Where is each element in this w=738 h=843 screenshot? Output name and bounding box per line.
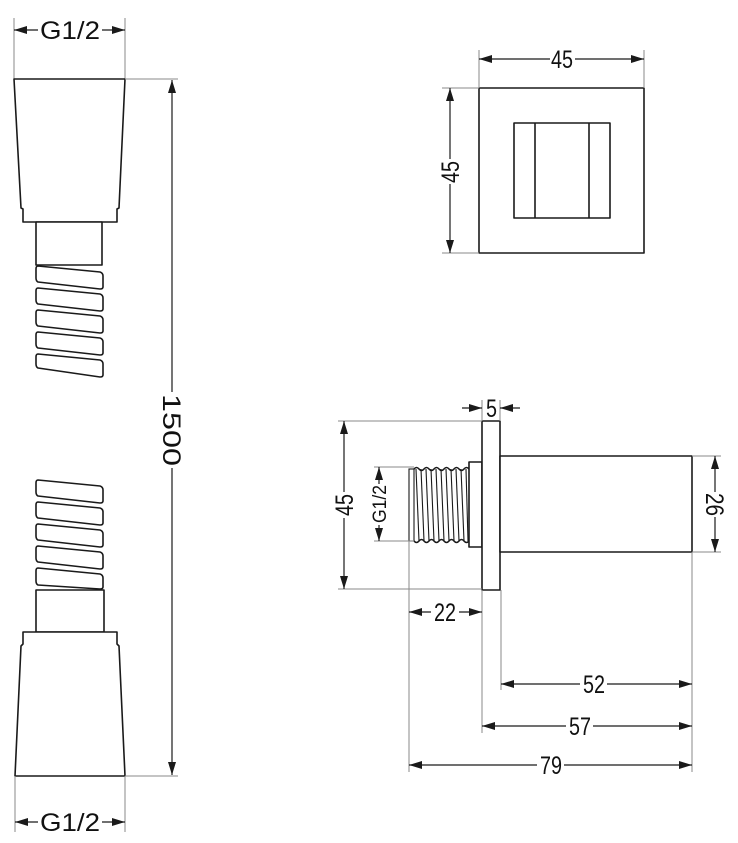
hose-upper-coil [35, 265, 104, 378]
shower-hose-drawing: G1/2 G1/2 [13, 17, 185, 837]
hose-bottom-thread-dimension: G1/2 [14, 776, 126, 837]
total-length-dimension: 79 [409, 752, 692, 780]
body-diameter-label: 26 [700, 493, 728, 516]
length-from-wall-dimension: 57 [482, 713, 692, 741]
side-thread-dimension: G1/2 [370, 466, 414, 542]
outlet-nut [468, 461, 483, 548]
front-height-dimension: 45 [437, 87, 479, 254]
outlet-thread [408, 466, 470, 544]
hose-lower-coil [35, 479, 104, 590]
outlet-body [499, 455, 693, 553]
hose-length-dimension: 1500 [125, 78, 185, 777]
body-length-label: 52 [583, 671, 605, 699]
front-width-dimension: 45 [478, 46, 645, 88]
flange-thickness-label: 5 [486, 395, 497, 423]
hose-upper-connector [13, 78, 126, 223]
hose-top-thread-dimension: G1/2 [13, 17, 126, 79]
wall-outlet-front-view: 45 45 [437, 46, 645, 254]
total-length-label: 79 [540, 752, 562, 780]
front-plate [478, 87, 645, 254]
front-width-label: 45 [551, 46, 573, 74]
hose-holder-bracket [513, 122, 611, 219]
hose-lower-connector [14, 631, 126, 777]
hose-lower-neck [35, 589, 105, 633]
thread-length-label: 22 [434, 599, 456, 627]
thread-length-dimension: 22 [409, 599, 482, 627]
body-diameter-dimension: 26 [692, 455, 728, 553]
hose-upper-neck [35, 221, 103, 266]
front-height-label: 45 [437, 161, 465, 183]
length-from-wall-label: 57 [569, 713, 591, 741]
flange-height-dimension: 45 [331, 420, 482, 590]
hose-length-label: 1500 [157, 394, 185, 466]
flange-height-label: 45 [331, 494, 359, 516]
body-length-dimension: 52 [501, 671, 692, 699]
outlet-flange [481, 420, 501, 591]
hose-bottom-thread-label: G1/2 [40, 809, 100, 837]
side-thread-label: G1/2 [370, 485, 391, 523]
wall-outlet-side-view: 5 45 G1/2 26 [331, 395, 728, 780]
flange-thickness-dimension: 5 [462, 395, 520, 423]
hose-top-thread-label: G1/2 [40, 17, 100, 45]
